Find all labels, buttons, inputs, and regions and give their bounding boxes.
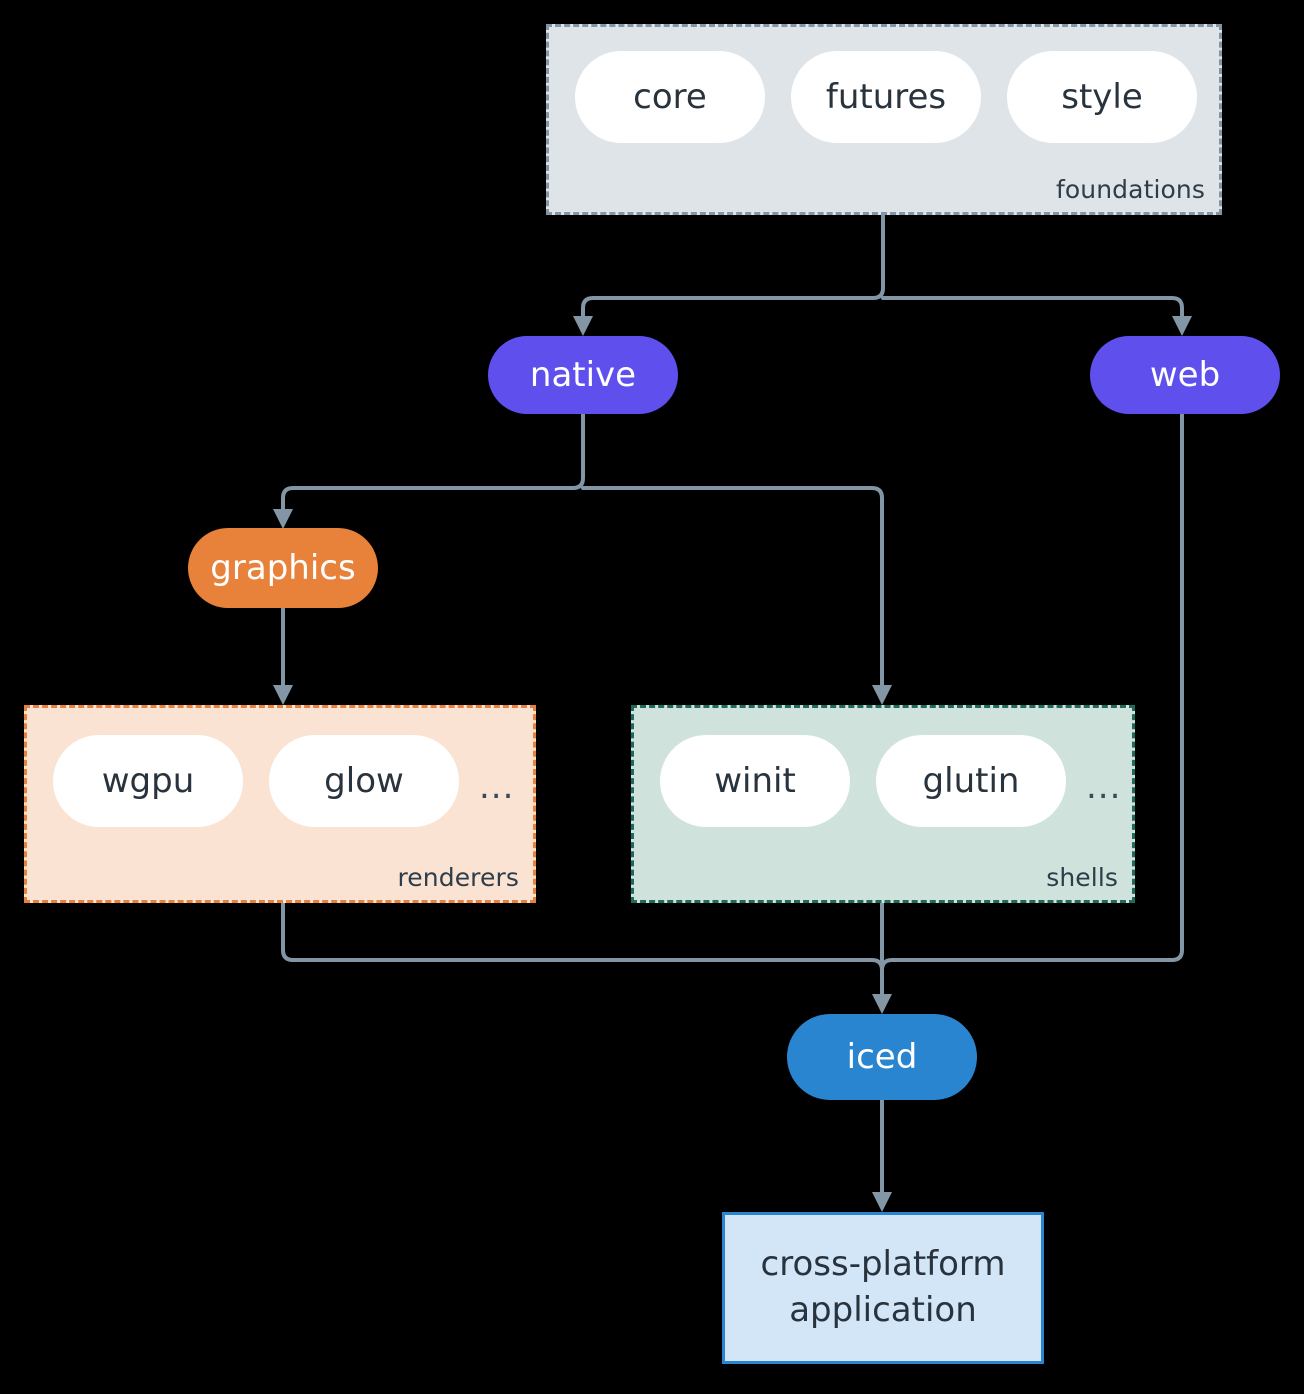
arrow-head-iced [872,994,892,1014]
edge-foundations-split [581,213,885,324]
pill-glutin[interactable]: glutin [876,735,1066,827]
group-foundations: core futures style foundations [546,24,1222,215]
node-graphics[interactable]: graphics [188,528,378,608]
group-label-foundations: foundations [1056,175,1205,204]
node-web[interactable]: web [1090,336,1280,414]
group-label-shells: shells [1046,863,1118,892]
pill-label: winit [714,761,796,801]
pill-style[interactable]: style [1007,51,1197,143]
arrow-head-shells [872,685,892,705]
arrow-head-graphics [273,509,293,529]
pill-futures[interactable]: futures [791,51,981,143]
pill-label: style [1061,77,1143,117]
edge-native-to-shells [581,486,884,692]
pill-core[interactable]: core [575,51,765,143]
shells-more-ellipsis: ... [1086,767,1122,807]
renderers-more-ellipsis: ... [479,767,515,807]
pill-label: futures [825,77,947,117]
group-label-renderers: renderers [397,863,519,892]
node-label: iced [846,1037,918,1077]
pill-label: glow [324,761,404,801]
application-label-line2: application [789,1290,977,1330]
pill-glow[interactable]: glow [269,735,459,827]
arrow-head-web [1172,316,1192,336]
node-label: graphics [210,548,356,588]
application-label-line1: cross-platform [760,1244,1006,1285]
edge-foundations-to-web [881,296,1184,324]
edge-renderers-to-iced [281,901,884,1002]
node-label: web [1149,355,1221,395]
node-label: native [529,355,637,395]
pill-label: glutin [922,761,1020,801]
pill-winit[interactable]: winit [660,735,850,827]
pill-label: wgpu [101,761,195,801]
arrow-head-renderers [273,685,293,705]
arrow-head-application [872,1192,892,1212]
node-native[interactable]: native [488,336,678,414]
node-application[interactable]: cross-platform application [722,1212,1044,1364]
group-renderers: wgpu glow ... renderers [24,705,536,903]
node-iced[interactable]: iced [787,1014,977,1100]
group-shells: winit glutin ... shells [631,705,1135,903]
pill-wgpu[interactable]: wgpu [53,735,243,827]
edge-native-split [281,412,585,517]
arrow-head-native [573,316,593,336]
pill-label: core [633,77,707,117]
